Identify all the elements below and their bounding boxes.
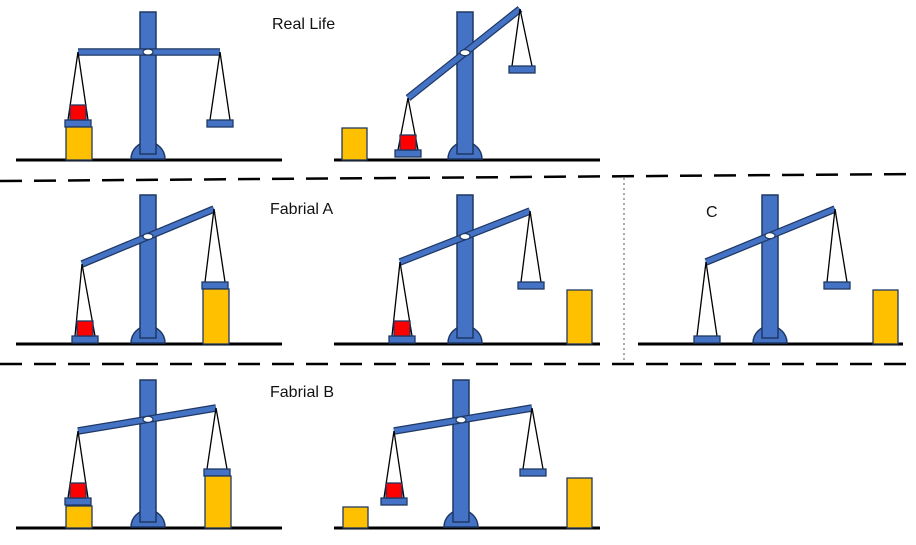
scale-4-pillar xyxy=(456,194,474,339)
scale-1-right-pan xyxy=(206,119,234,128)
scale-5-gold-block-1 xyxy=(872,289,899,345)
scale-5-left-pan xyxy=(693,335,721,344)
scale-6-pillar xyxy=(139,379,157,523)
scale-7-right-string-b xyxy=(531,407,544,470)
scale-3-right-string-a xyxy=(204,208,215,283)
scale-1-right-string-a xyxy=(209,51,221,121)
scale-5-right-string-b xyxy=(834,208,848,283)
scale-7-pillar xyxy=(452,379,470,523)
scale-4-left-pan xyxy=(388,335,416,344)
scale-5-pivot xyxy=(764,232,776,240)
scale-2-pivot xyxy=(459,49,471,57)
scale-3-right-pan xyxy=(201,281,229,290)
scale-2-right-pan xyxy=(508,65,536,74)
scale-6-gold-block-2 xyxy=(204,475,232,529)
scale-5-right-pan xyxy=(823,281,851,290)
scale-4-right-string-a xyxy=(520,210,531,283)
scale-4-right-string-b xyxy=(529,210,542,283)
scale-7-gold-block-2 xyxy=(566,477,593,529)
row-separator-1 xyxy=(0,172,916,183)
scale-1-pivot xyxy=(142,48,154,56)
scale-4-pivot xyxy=(459,232,471,241)
scale-7-right-string-a xyxy=(522,407,533,470)
scale-6-right-string-b xyxy=(215,407,228,470)
scale-3-left-pan xyxy=(71,335,99,344)
scale-4-gold-block-1 xyxy=(566,289,593,345)
label-real-life: Real Life xyxy=(272,16,336,33)
scale-2-left-pan xyxy=(394,149,422,158)
scale-5-left-string-a xyxy=(696,261,707,337)
scale-6-pivot xyxy=(142,415,154,423)
label-fabrial-a: Fabrial A xyxy=(270,201,334,218)
scale-7-pivot xyxy=(455,416,467,424)
scale-7-left-pan xyxy=(380,497,408,506)
scale-2-red-weight xyxy=(399,134,417,151)
scale-3-red-weight xyxy=(76,320,94,337)
scale-3-pillar xyxy=(139,194,157,339)
scale-3-left-string-a xyxy=(74,263,83,337)
scale-4-left-string-a xyxy=(391,261,401,337)
scale-6-red-weight xyxy=(69,482,87,499)
scale-2-pillar xyxy=(456,11,474,155)
scale-6-left-pan xyxy=(64,497,92,506)
scale-7-gold-block-1 xyxy=(342,506,369,529)
scale-1-left-pan xyxy=(64,119,92,128)
scale-3-gold-block-1 xyxy=(202,288,230,345)
scale-3-pivot xyxy=(142,232,154,241)
scale-6-right-pan xyxy=(203,468,231,477)
scale-2-right-string-a xyxy=(511,8,521,67)
scale-6-gold-block-1 xyxy=(65,505,93,529)
scale-7-red-weight xyxy=(385,482,403,499)
scale-4-right-pan xyxy=(517,281,545,290)
scale-7-right-pan xyxy=(519,468,547,477)
scale-1-right-string-b xyxy=(219,51,231,121)
scale-1-gold-block-1 xyxy=(65,126,93,161)
scale-1-red-weight xyxy=(69,104,87,121)
scale-3-right-string-b xyxy=(213,208,226,283)
scale-4-red-weight xyxy=(393,320,411,337)
scale-2-gold-block-1 xyxy=(341,127,368,161)
scale-5-pillar xyxy=(761,194,779,339)
scale-1-pillar xyxy=(139,11,157,155)
label-c: C xyxy=(706,204,718,221)
scale-6-right-string-a xyxy=(206,407,217,470)
label-fabrial-b: Fabrial B xyxy=(270,384,335,401)
scale-5-right-string-a xyxy=(826,208,836,283)
scale-5-left-string-b xyxy=(705,261,718,337)
scale-2-right-string-b xyxy=(519,8,533,67)
